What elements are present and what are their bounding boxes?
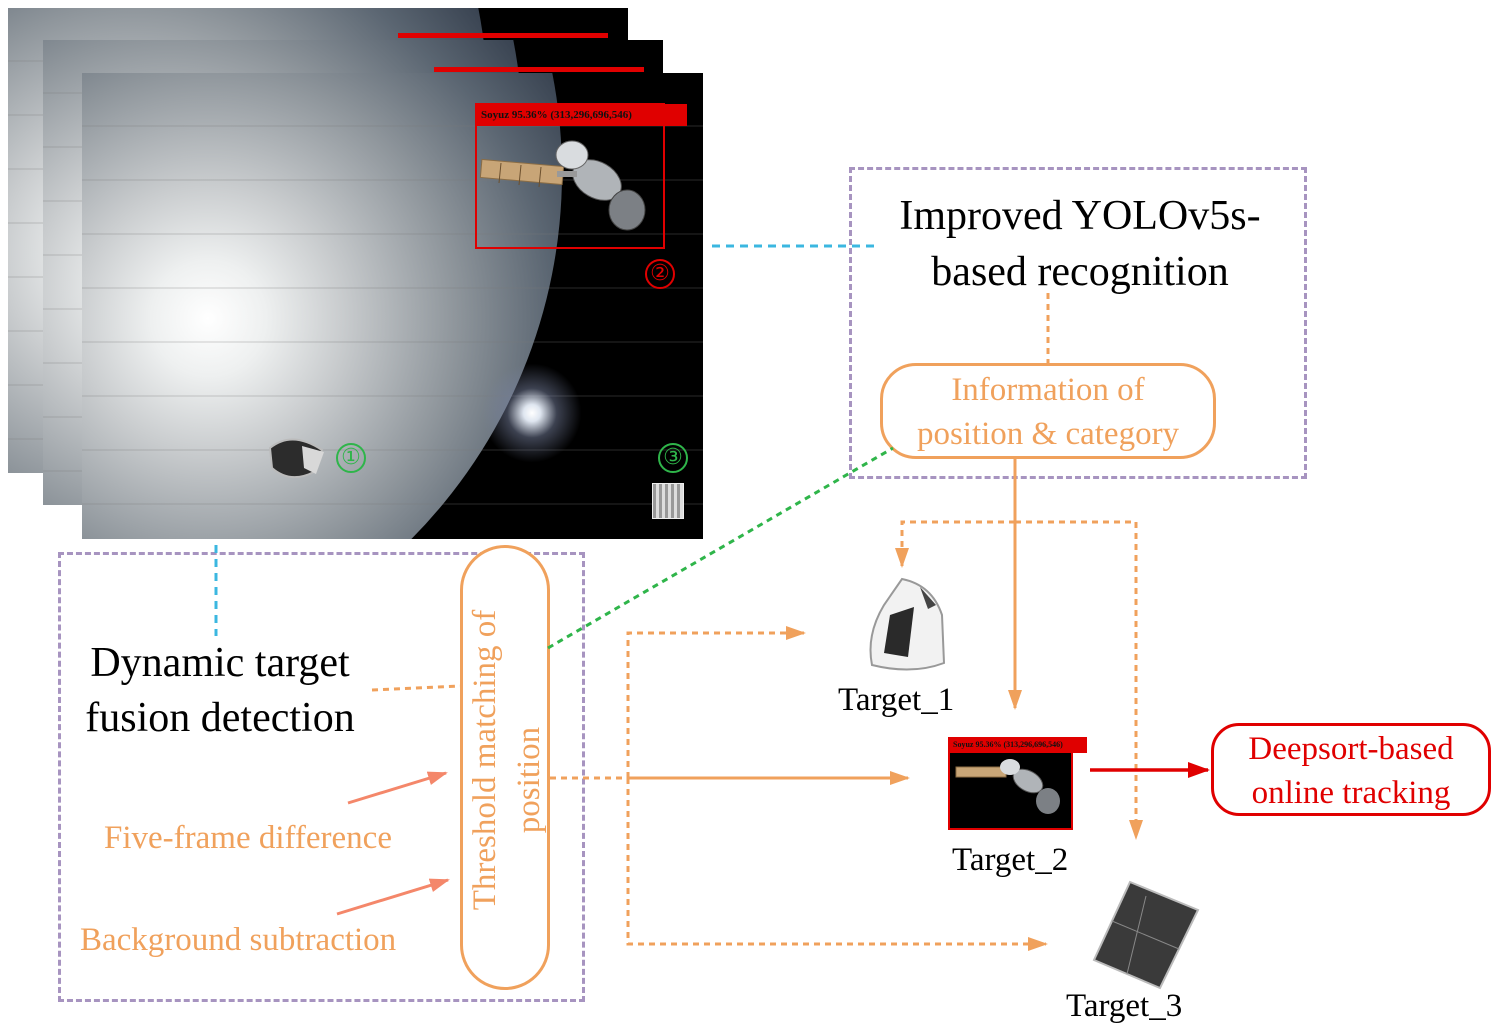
target-3-label: Target_3 — [1066, 988, 1183, 1024]
deepsort-tracking-box: Deepsort-based online tracking — [1211, 723, 1491, 816]
satellite-image — [652, 483, 684, 519]
tracking-line1: Deepsort-based — [1248, 731, 1454, 767]
target-2-detection-label: Soyuz 95.36% (313,296,696,546) — [950, 737, 1087, 753]
detection-bar-middle — [434, 67, 644, 72]
detection-bar-back — [398, 33, 608, 38]
target-2-label: Target_2 — [952, 842, 1069, 878]
marker-3: ③ — [658, 443, 688, 473]
target-1-image — [869, 577, 946, 671]
info-loop — [895, 520, 1015, 568]
detection-title-line1: Dynamic target — [90, 640, 350, 686]
method-background-subtraction: Background subtraction — [80, 922, 397, 958]
marker-1: ① — [336, 443, 366, 473]
sun-glare — [482, 363, 582, 463]
target-3-image — [1092, 880, 1200, 990]
soyuz-spacecraft-image — [479, 140, 646, 231]
tracking-line2: online tracking — [1251, 775, 1451, 811]
method-five-frame-difference: Five-frame difference — [104, 820, 392, 856]
threshold-line1: Threshold matching of — [467, 609, 503, 911]
soyuz-detection-label: Soyuz 95.36% (313,296,696,546) — [475, 104, 687, 126]
target-1-label: Target_1 — [838, 682, 955, 718]
marker-2: ② — [645, 259, 675, 289]
info-line1: Information of — [951, 372, 1145, 408]
branch-to-target1 — [626, 626, 806, 778]
recognition-title-line1: Improved YOLOv5s- — [899, 193, 1261, 239]
detection-title-line2: fusion detection — [85, 695, 355, 741]
info-line2: position & category — [916, 416, 1180, 452]
recognition-title-line2: based recognition — [931, 249, 1229, 295]
video-frame-front — [82, 73, 703, 539]
dragon-spacecraft-image — [268, 438, 324, 479]
threshold-line2: position — [511, 726, 547, 834]
recognition-region — [849, 167, 1307, 479]
threshold-matching-box — [460, 545, 550, 990]
info-position-category-box: Information of position & category — [880, 363, 1216, 459]
